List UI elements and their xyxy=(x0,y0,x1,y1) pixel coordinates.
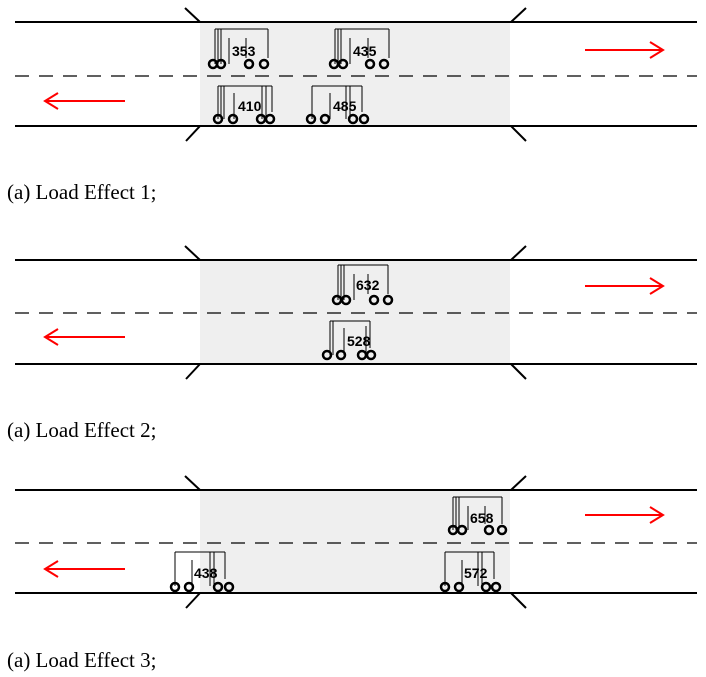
truck: 438 xyxy=(169,551,235,593)
truck-label: 632 xyxy=(356,277,380,293)
bridge-diagram-3: 658 438 572 xyxy=(15,475,697,609)
support-marker xyxy=(510,475,527,491)
truck: 528 xyxy=(321,320,377,361)
truck-label: 528 xyxy=(347,333,371,349)
bridge-diagram-2: 632 528 xyxy=(15,245,697,380)
arrow-left-icon xyxy=(43,92,125,110)
arrow-left-icon xyxy=(43,560,125,578)
support-marker xyxy=(184,245,201,261)
panel-load-effect-3: 658 438 572 xyxy=(0,468,706,613)
truck-label: 572 xyxy=(464,565,488,581)
support-marker xyxy=(185,592,201,609)
truck-label: 438 xyxy=(194,565,218,581)
truck: 572 xyxy=(439,551,502,593)
arrow-right-icon xyxy=(585,506,665,524)
support-marker xyxy=(185,125,201,142)
bridge-span xyxy=(200,490,510,593)
truck: 658 xyxy=(447,496,508,536)
support-marker xyxy=(184,475,201,491)
support-marker xyxy=(510,592,527,609)
bridge-span xyxy=(200,260,510,364)
truck-label: 485 xyxy=(333,98,357,114)
panel-load-effect-1: 353 435 410 485 xyxy=(0,0,706,145)
bridge-diagram-1: 353 435 410 485 xyxy=(15,7,697,142)
truck-label: 353 xyxy=(232,43,256,59)
truck-label: 410 xyxy=(238,98,262,114)
arrow-right-icon xyxy=(585,277,665,295)
caption-load-effect-1: (a) Load Effect 1; xyxy=(7,180,157,204)
truck: 410 xyxy=(212,85,276,125)
truck: 632 xyxy=(331,264,394,306)
truck-label: 435 xyxy=(353,43,377,59)
truck: 485 xyxy=(305,85,370,125)
caption-load-effect-2: (a) Load Effect 2; xyxy=(7,418,157,442)
support-marker xyxy=(185,363,201,380)
truck-label: 658 xyxy=(470,510,494,526)
arrow-right-icon xyxy=(585,41,665,59)
support-marker xyxy=(510,363,527,380)
support-marker xyxy=(510,125,527,142)
bridge-span xyxy=(200,22,510,126)
truck: 353 xyxy=(207,28,270,70)
truck: 435 xyxy=(328,28,390,70)
support-marker xyxy=(184,7,201,23)
caption-load-effect-3: (a) Load Effect 3; xyxy=(7,648,157,672)
arrow-left-icon xyxy=(43,328,125,346)
support-marker xyxy=(510,245,527,261)
support-marker xyxy=(510,7,527,23)
panel-load-effect-2: 632 528 xyxy=(0,238,706,383)
